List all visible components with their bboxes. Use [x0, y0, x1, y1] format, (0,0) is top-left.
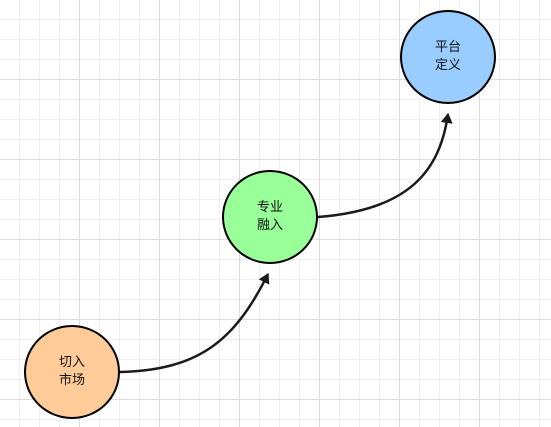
node-enter-market-line1: 切入 [58, 355, 85, 370]
node-professional-integration[interactable]: 专业 融入 [222, 170, 318, 264]
node-professional-integration-line1: 专业 [256, 200, 283, 215]
node-enter-market[interactable]: 切入 市场 [24, 325, 120, 419]
node-professional-integration-line2: 融入 [256, 218, 283, 233]
arrow-market-to-professional [119, 273, 270, 374]
node-platform-definition-line2: 定义 [434, 58, 461, 73]
node-platform-definition-line1: 平台 [434, 40, 461, 55]
node-platform-definition[interactable]: 平台 定义 [400, 10, 496, 104]
node-enter-market-line2: 市场 [58, 373, 85, 388]
arrow-professional-to-platform [317, 113, 453, 219]
